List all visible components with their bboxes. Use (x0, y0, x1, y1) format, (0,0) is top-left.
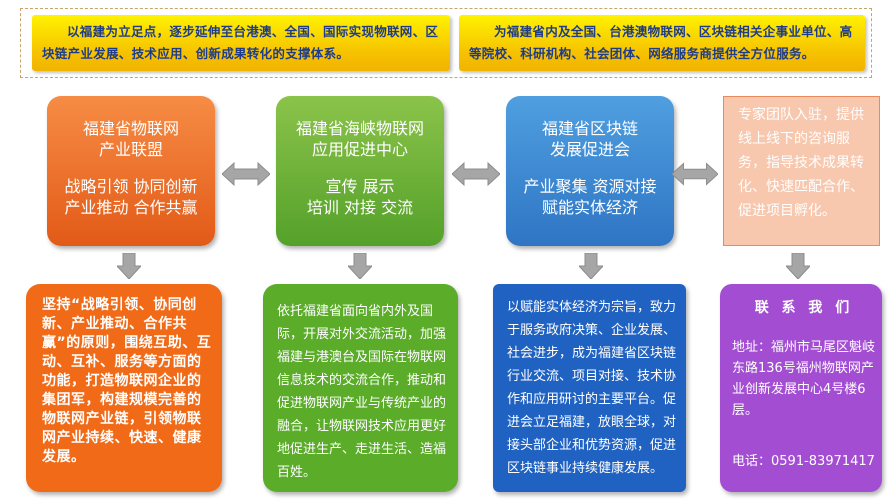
box-slogan-line1: 宣传 展示 (325, 177, 395, 196)
banner-right: 为福建省内及全国、台港澳物联网、区块链相关企事业单位、高等院校、科研机构、社会团… (459, 15, 865, 71)
box-slogan-line2: 产业推动 合作共赢 (64, 198, 198, 217)
alliance-description: 坚持“战略引领、协同创新、产业推动、合作共赢”的原则，围绕互助、互动、互补、服务… (26, 284, 222, 492)
box-slogan-line1: 战略引领 协同创新 (64, 177, 198, 196)
blockchain-association-box: 福建省区块链 发展促进会 产业聚集 资源对接 赋能实体经济 (506, 96, 674, 246)
box-title-line1: 福建省物联网 (82, 119, 179, 138)
iot-alliance-box: 福建省物联网 产业联盟 战略引领 协同创新 产业推动 合作共赢 (47, 96, 215, 246)
contact-box: 联 系 我 们 地址：福州市马尾区魁岐东路136号福州物联网产业创新发展中心4号… (720, 284, 882, 492)
contact-phone: 电话：0591-83971417 (732, 454, 875, 469)
box-slogan-line2: 培训 对接 交流 (306, 198, 414, 217)
banner-frame (20, 8, 872, 78)
down-arrow-icon (348, 253, 372, 279)
center-description: 依托福建省面向省内外及国际，开展对外交流活动，加强福建与港澳台及国际在物联网信息… (263, 284, 458, 492)
association-description: 以赋能实体经济为宗旨，致力于服务政府决策、企业发展、社会进步，成为福建省区块链行… (493, 284, 686, 492)
double-arrow-icon (452, 161, 500, 187)
double-arrow-icon (672, 162, 718, 186)
box-title-line2: 应用促进中心 (311, 140, 408, 159)
banner-left: 以福建为立足点，逐步延伸至台港澳、全国、国际实现物联网、区块链产业发展、技术应用… (32, 15, 450, 71)
down-arrow-icon (579, 253, 603, 279)
box-slogan-line1: 产业聚集 资源对接 (523, 177, 657, 196)
box-title-line1: 福建省区块链 (541, 119, 638, 138)
box-title-line2: 发展促进会 (549, 140, 630, 159)
expert-team-box: 专家团队入驻，提供线上线下的咨询服务，指导技术成果转化、快速匹配合作、促进项目孵… (723, 96, 880, 246)
contact-address: 地址：福州市马尾区魁岐东路136号福州物联网产业创新发展中心4号楼6层。 (732, 340, 876, 418)
box-title-line2: 产业联盟 (98, 140, 163, 159)
contact-title: 联 系 我 们 (754, 300, 854, 316)
box-slogan-line2: 赋能实体经济 (541, 198, 638, 217)
strait-iot-center-box: 福建省海峡物联网 应用促进中心 宣传 展示 培训 对接 交流 (276, 96, 444, 246)
down-arrow-icon (786, 253, 810, 279)
double-arrow-icon (222, 161, 270, 187)
box-title-line1: 福建省海峡物联网 (295, 119, 424, 138)
down-arrow-icon (117, 253, 141, 279)
